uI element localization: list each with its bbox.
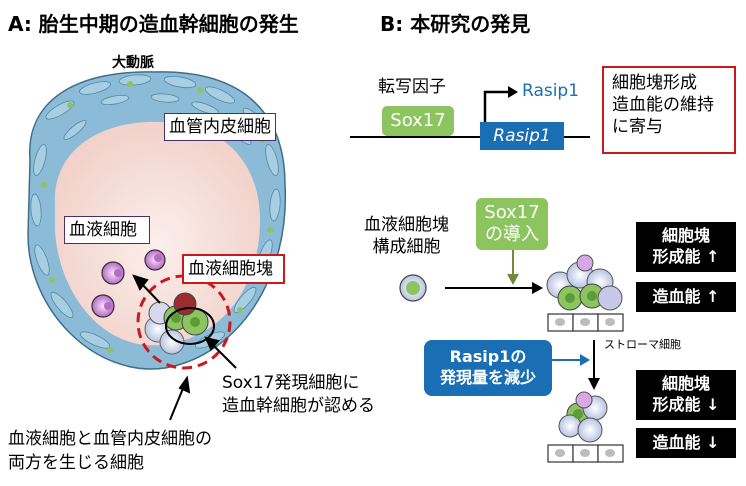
rasip1-arrow-label: Rasip1 (522, 81, 580, 101)
hemogenic-line2: 両方を生じる細胞 (8, 453, 144, 473)
rasip1-reduce-box: Rasip1の発現量を減少 (424, 340, 552, 396)
panel-b-title: B: 本研究の発見 (380, 12, 531, 36)
sox17-intro-line1: Sox17 (484, 202, 540, 224)
down-cluster-box: 細胞塊形成能 ↓ (636, 370, 736, 420)
cluster-cell-label: 血液細胞塊 構成細胞 (364, 214, 449, 258)
aorta-label: 大動脈 (112, 55, 154, 71)
panel-a-arrows (132, 274, 237, 421)
up-cluster-line2: 形成能 ↑ (652, 247, 720, 266)
rasip1-gene-box: Rasip1 (480, 122, 564, 150)
cluster-cell-line1: 血液細胞塊 (364, 215, 449, 235)
stroma-label: ストローマ細胞 (604, 338, 681, 351)
sox17-note-line2: 造血幹細胞が認める (222, 396, 375, 416)
panel-a-title: A: 胎生中期の造血幹細胞の発生 (8, 12, 299, 36)
tf-label: 転写因子 (378, 77, 446, 97)
finding-line3: に寄与 (612, 117, 663, 138)
sox17-intro-line2: の導入 (484, 224, 539, 245)
up-cluster-line1: 細胞塊 (661, 226, 710, 246)
cluster-down (558, 391, 608, 443)
sox17-note-line1: Sox17発現細胞に (222, 373, 360, 393)
down-hemato-box: 造血能 ↓ (636, 428, 736, 458)
finding-line2: 造血能の維持 (612, 95, 714, 116)
sox17-box: Sox17 (382, 106, 454, 136)
cluster-cell (399, 274, 427, 302)
cluster-cell-line2: 構成細胞 (372, 237, 441, 258)
endothelial-cell-label: 血管内皮細胞 (164, 113, 276, 141)
hematopoietic-cluster (136, 274, 232, 370)
down-cluster-line1: 細胞塊 (661, 374, 710, 394)
hemogenic-line1: 血液細胞と血管内皮細胞の (8, 429, 212, 449)
finding-line1: 細胞塊形成 (612, 73, 697, 93)
stroma-row-up (547, 313, 624, 332)
rasip1-reduce-line1: Rasip1の (449, 347, 527, 367)
cluster-label: 血液細胞塊 (182, 254, 285, 284)
blood-cell-label: 血液細胞 (64, 216, 150, 244)
down-cluster-line2: 形成能 ↓ (652, 395, 720, 414)
finding-box: 細胞塊形成 造血能の維持 に寄与 (602, 66, 736, 154)
cluster-up (546, 254, 623, 311)
blood-cells (91, 249, 166, 318)
up-cluster-box: 細胞塊形成能 ↑ (636, 222, 736, 272)
up-hemato-box: 造血能 ↑ (636, 282, 736, 312)
rasip1-reduce-line2: 発現量を減少 (439, 368, 536, 387)
